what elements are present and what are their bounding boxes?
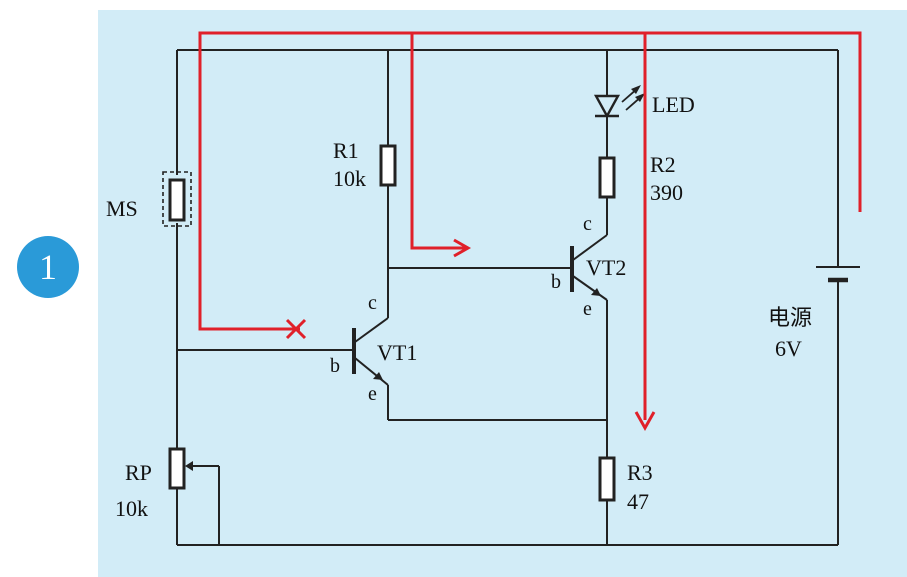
rp-wiper-arrow — [185, 461, 193, 471]
r1-name-label: R1 — [333, 138, 359, 163]
diagram-panel — [98, 10, 907, 577]
vt1-emitter-label: e — [368, 383, 377, 405]
r3-name-label: R3 — [627, 460, 653, 485]
vt1-emitter-arrow — [373, 372, 383, 380]
battery-name-label: 电源 — [768, 305, 812, 330]
figure-number-badge: 1 — [17, 236, 79, 298]
current-arrow-right — [453, 238, 472, 258]
vt2-transistor — [570, 234, 608, 301]
vt1-collector-label: c — [368, 292, 377, 314]
vt2-emitter-label: e — [583, 298, 592, 320]
r2-resistor — [598, 156, 616, 199]
vt2-base-label: b — [551, 271, 561, 293]
rp-potentiometer — [168, 447, 186, 490]
blocked-current-path — [198, 31, 862, 331]
vt2-label: VT2 — [586, 255, 626, 280]
ms-dashed-enclosure — [162, 171, 192, 227]
led-label: LED — [652, 92, 695, 117]
r2-value-label: 390 — [650, 180, 683, 205]
vt1-label: VT1 — [377, 340, 417, 365]
ms-switch — [162, 171, 192, 227]
ms-element — [168, 178, 186, 222]
r2-name-label: R2 — [650, 152, 676, 177]
vt2-emitter-arrow — [591, 288, 601, 296]
current-arrow-down — [634, 411, 656, 432]
ms-label: MS — [106, 196, 138, 221]
led-diode — [593, 85, 645, 119]
vt1-base-label: b — [330, 355, 340, 377]
r3-resistor — [598, 456, 616, 502]
vt2-base-current-path — [410, 33, 466, 250]
vt2-collector-label: c — [583, 213, 592, 235]
r1-resistor — [379, 144, 397, 187]
current-path — [198, 31, 862, 432]
r1-value-label: 10k — [333, 166, 366, 191]
battery-value-label: 6V — [775, 336, 802, 361]
rp-name-label: RP — [125, 460, 152, 485]
r3-value-label: 47 — [627, 489, 649, 514]
battery-symbol — [816, 266, 860, 283]
wires — [176, 49, 839, 546]
rp-value-label: 10k — [115, 496, 148, 521]
vt1-transistor — [352, 317, 389, 386]
